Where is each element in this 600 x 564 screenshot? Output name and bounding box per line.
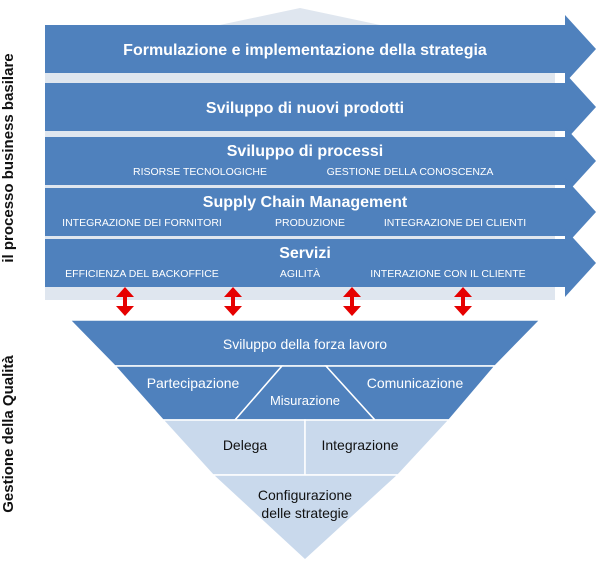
double-arrow-icon [343, 287, 361, 316]
process-arrow-item: AGILITÀ [280, 267, 320, 280]
process-arrow-title: Servizi [279, 245, 331, 262]
pyramid-bottom-label-line-1: Configurazione [258, 487, 352, 503]
link-arrows [116, 287, 472, 316]
process-arrow-title: Sviluppo di nuovi prodotti [206, 100, 404, 117]
pyramid-lower-left-label: Delega [223, 437, 268, 453]
process-arrow-shape [45, 15, 596, 83]
process-arrow-shape [45, 73, 596, 141]
process-arrow-item: PRODUZIONE [275, 217, 345, 229]
pyramid-left-label: Partecipazione [147, 375, 240, 391]
pyramid-bottom-tip [211, 474, 400, 562]
process-arrow-item: RISORSE TECNOLOGICHE [133, 166, 267, 178]
process-arrow-title: Sviluppo di processi [227, 143, 383, 160]
process-arrow-shape [45, 127, 596, 195]
double-arrow-icon [454, 287, 472, 316]
process-arrow-shape [45, 178, 596, 246]
pyramid-right-label: Comunicazione [367, 375, 464, 391]
process-arrows: Formulazione e implementazione della str… [45, 15, 596, 297]
process-arrow: Formulazione e implementazione della str… [45, 15, 596, 83]
process-arrow-item: EFFICIENZA DEL BACKOFFICE [65, 268, 219, 280]
process-arrow-item: INTEGRAZIONE DEI FORNITORI [62, 217, 222, 229]
process-arrow-item: INTEGRAZIONE DEI CLIENTI [384, 217, 526, 229]
process-arrow-shape [45, 229, 596, 297]
double-arrow-icon [224, 287, 242, 316]
process-arrow-title: Supply Chain Management [203, 194, 408, 211]
pyramid-top-label: Sviluppo della forza lavoro [223, 336, 387, 352]
process-arrow-title: Formulazione e implementazione della str… [123, 42, 487, 59]
process-arrow-item: INTERAZIONE CON IL CLIENTE [370, 268, 525, 280]
pyramid-lower-right-label: Integrazione [321, 437, 398, 453]
process-arrow-item: GESTIONE DELLA CONOSCENZA [327, 166, 494, 178]
process-arrow: Sviluppo di nuovi prodotti [45, 73, 596, 141]
double-arrow-icon [116, 287, 134, 316]
pyramid-center-label: Misurazione [270, 393, 340, 408]
pyramid-bottom-label-line-2: delle strategie [261, 505, 348, 521]
quality-pyramid: Sviluppo della forza lavoro Partecipazio… [68, 319, 542, 562]
